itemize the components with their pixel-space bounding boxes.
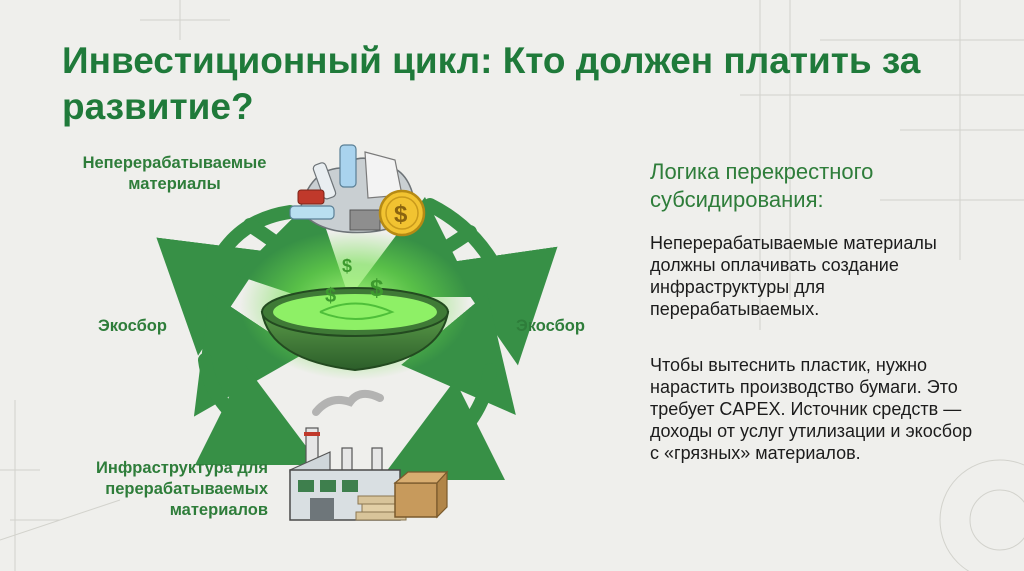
svg-text:$: $ (342, 256, 352, 276)
arrow-bottom-left (194, 353, 321, 466)
side-paragraph-1: Неперерабатываемые материалы должны опла… (650, 233, 937, 319)
svg-text:$: $ (394, 201, 408, 228)
side-paragraph-2: Чтобы вытеснить пластик, нужно нарастить… (650, 355, 973, 463)
svg-text:$: $ (370, 275, 384, 302)
page-title: Инвестиционный цикл: Кто должен платить … (62, 40, 921, 127)
dollar-coin-icon: $ (378, 189, 426, 237)
label-infrastructure: Инфраструктура для перерабатываемых мате… (96, 459, 268, 519)
cardboard-box-icon (393, 470, 449, 519)
side-heading: Логика перекрестного субсидирования: (650, 159, 874, 212)
money-bowl-icon: $ $ $ (260, 256, 450, 372)
label-eco-fee-right: Экосбор (516, 317, 585, 335)
arrow-bottom-right (379, 363, 506, 481)
label-eco-fee-left: Экосбор (98, 317, 167, 335)
svg-text:$: $ (325, 285, 336, 307)
label-non-recyclable: Неперерабатываемые материалы (82, 154, 267, 193)
